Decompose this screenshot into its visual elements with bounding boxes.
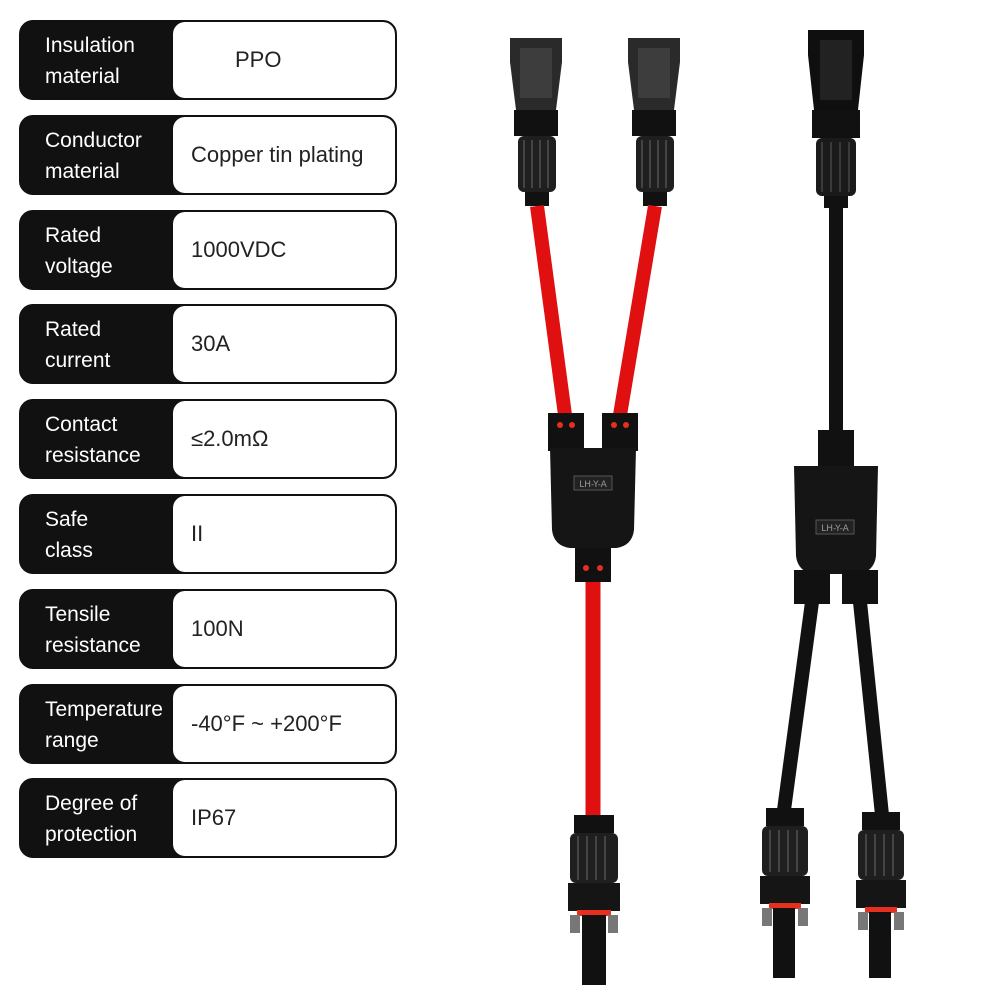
junction-label: LH-Y-A xyxy=(579,480,607,490)
spec-value: 1000VDC xyxy=(173,211,395,288)
spec-value: Copper tin plating xyxy=(173,116,395,193)
spec-row-insulation-material: Insulation material PPO xyxy=(19,20,397,100)
label-line: Rated xyxy=(45,223,102,247)
spec-table: Insulation material PPO Conductor materi… xyxy=(19,20,397,873)
spec-row-degree-of-protection: Degree of protection IP67 xyxy=(19,778,397,859)
spec-label: Rated voltage xyxy=(21,212,173,288)
top-connector-black xyxy=(808,30,864,208)
label-line: material xyxy=(45,159,120,183)
product-image: LH-Y-A xyxy=(470,0,990,990)
spec-row-tensile-resistance: Tensile resistance 100N xyxy=(19,588,397,669)
label-line: resistance xyxy=(45,444,141,468)
label-line: Rated xyxy=(45,318,102,342)
spec-value: II xyxy=(173,495,395,572)
y-junction-black: LH-Y-A xyxy=(794,430,878,604)
red-y-cable: LH-Y-A xyxy=(510,38,680,985)
label-line: range xyxy=(45,728,99,752)
bottom-connector-black-right xyxy=(856,812,906,978)
spec-row-rated-current: Rated current 30A xyxy=(19,304,397,385)
top-connector-left xyxy=(510,38,562,206)
black-y-cable: LH-Y-A xyxy=(760,30,906,978)
y-branch-cable-illustration: LH-Y-A xyxy=(510,30,906,985)
label-line: Temperature xyxy=(45,697,163,721)
spec-row-rated-voltage: Rated voltage 1000VDC xyxy=(19,209,397,290)
spec-label: Insulation material xyxy=(21,22,173,98)
spec-label: Temperature range xyxy=(21,686,173,762)
label-line: Contact xyxy=(45,413,118,437)
spec-value: 30A xyxy=(173,306,395,383)
label-line: current xyxy=(45,349,111,373)
spec-value: 100N xyxy=(173,590,395,667)
spec-value: PPO xyxy=(173,22,395,98)
label-line: voltage xyxy=(45,254,113,278)
spec-value: -40°F ~ +200°F xyxy=(173,685,395,762)
spec-label: Safe class xyxy=(21,496,173,572)
y-junction-red: LH-Y-A xyxy=(548,413,638,582)
spec-row-safe-class: Safe class II xyxy=(19,493,397,574)
spec-label: Contact resistance xyxy=(21,401,173,477)
label-line: Conductor xyxy=(45,128,142,152)
spec-row-temperature-range: Temperature range -40°F ~ +200°F xyxy=(19,683,397,764)
label-line: Safe xyxy=(45,507,89,531)
label-line: material xyxy=(45,65,120,88)
spec-label: Rated current xyxy=(21,306,173,382)
bottom-connector-red xyxy=(568,815,620,985)
spec-value: ≤2.0mΩ xyxy=(173,401,395,478)
label-line: protection xyxy=(45,823,138,847)
label-line: Tensile xyxy=(45,602,111,626)
spec-row-conductor-material: Conductor material Copper tin plating xyxy=(19,114,397,195)
spec-label: Conductor material xyxy=(21,117,173,193)
label-line: Degree of xyxy=(45,792,138,816)
spec-row-contact-resistance: Contact resistance ≤2.0mΩ xyxy=(19,399,397,480)
bottom-connector-black-left xyxy=(760,808,810,978)
label-line: Insulation xyxy=(45,34,135,57)
spec-label: Tensile resistance xyxy=(21,591,173,667)
spec-value: IP67 xyxy=(173,780,395,857)
top-connector-right xyxy=(628,38,680,206)
spec-label: Degree of protection xyxy=(21,780,173,856)
label-line: class xyxy=(45,538,93,562)
label-line: resistance xyxy=(45,633,141,657)
junction-label-black: LH-Y-A xyxy=(821,524,849,534)
